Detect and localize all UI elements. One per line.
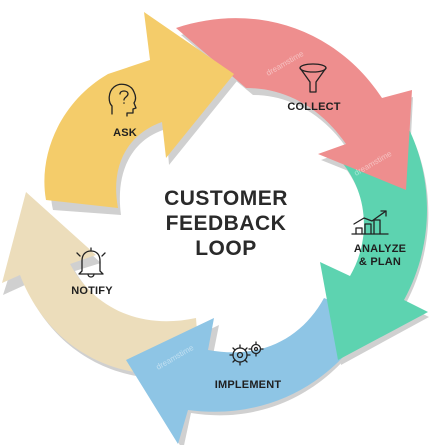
- step-label-notify: NOTIFY: [71, 285, 113, 297]
- step-label-implement: IMPLEMENT: [215, 379, 282, 391]
- funnel-icon: [299, 63, 327, 93]
- gears-icon: [229, 341, 264, 366]
- question-head-icon: [108, 83, 137, 117]
- center-title-line-1: CUSTOMER: [164, 187, 288, 210]
- step-label-analyze-line-2: & PLAN: [359, 256, 401, 268]
- segment-implement: [126, 298, 372, 444]
- step-label-analyze-line-1: ANALYZE: [354, 243, 406, 255]
- center-title-line-2: FEEDBACK: [166, 212, 287, 235]
- center-title: CUSTOMER FEEDBACK LOOP: [164, 187, 288, 260]
- center-title-line-3: LOOP: [195, 237, 257, 260]
- segment-notify: [2, 192, 200, 375]
- segment-ask: [44, 12, 235, 208]
- step-label-ask: ASK: [113, 127, 137, 139]
- step-label-collect: COLLECT: [287, 101, 340, 113]
- segment-collect: [176, 18, 412, 191]
- growth-chart-icon: [351, 210, 389, 235]
- bell-icon: [76, 247, 106, 278]
